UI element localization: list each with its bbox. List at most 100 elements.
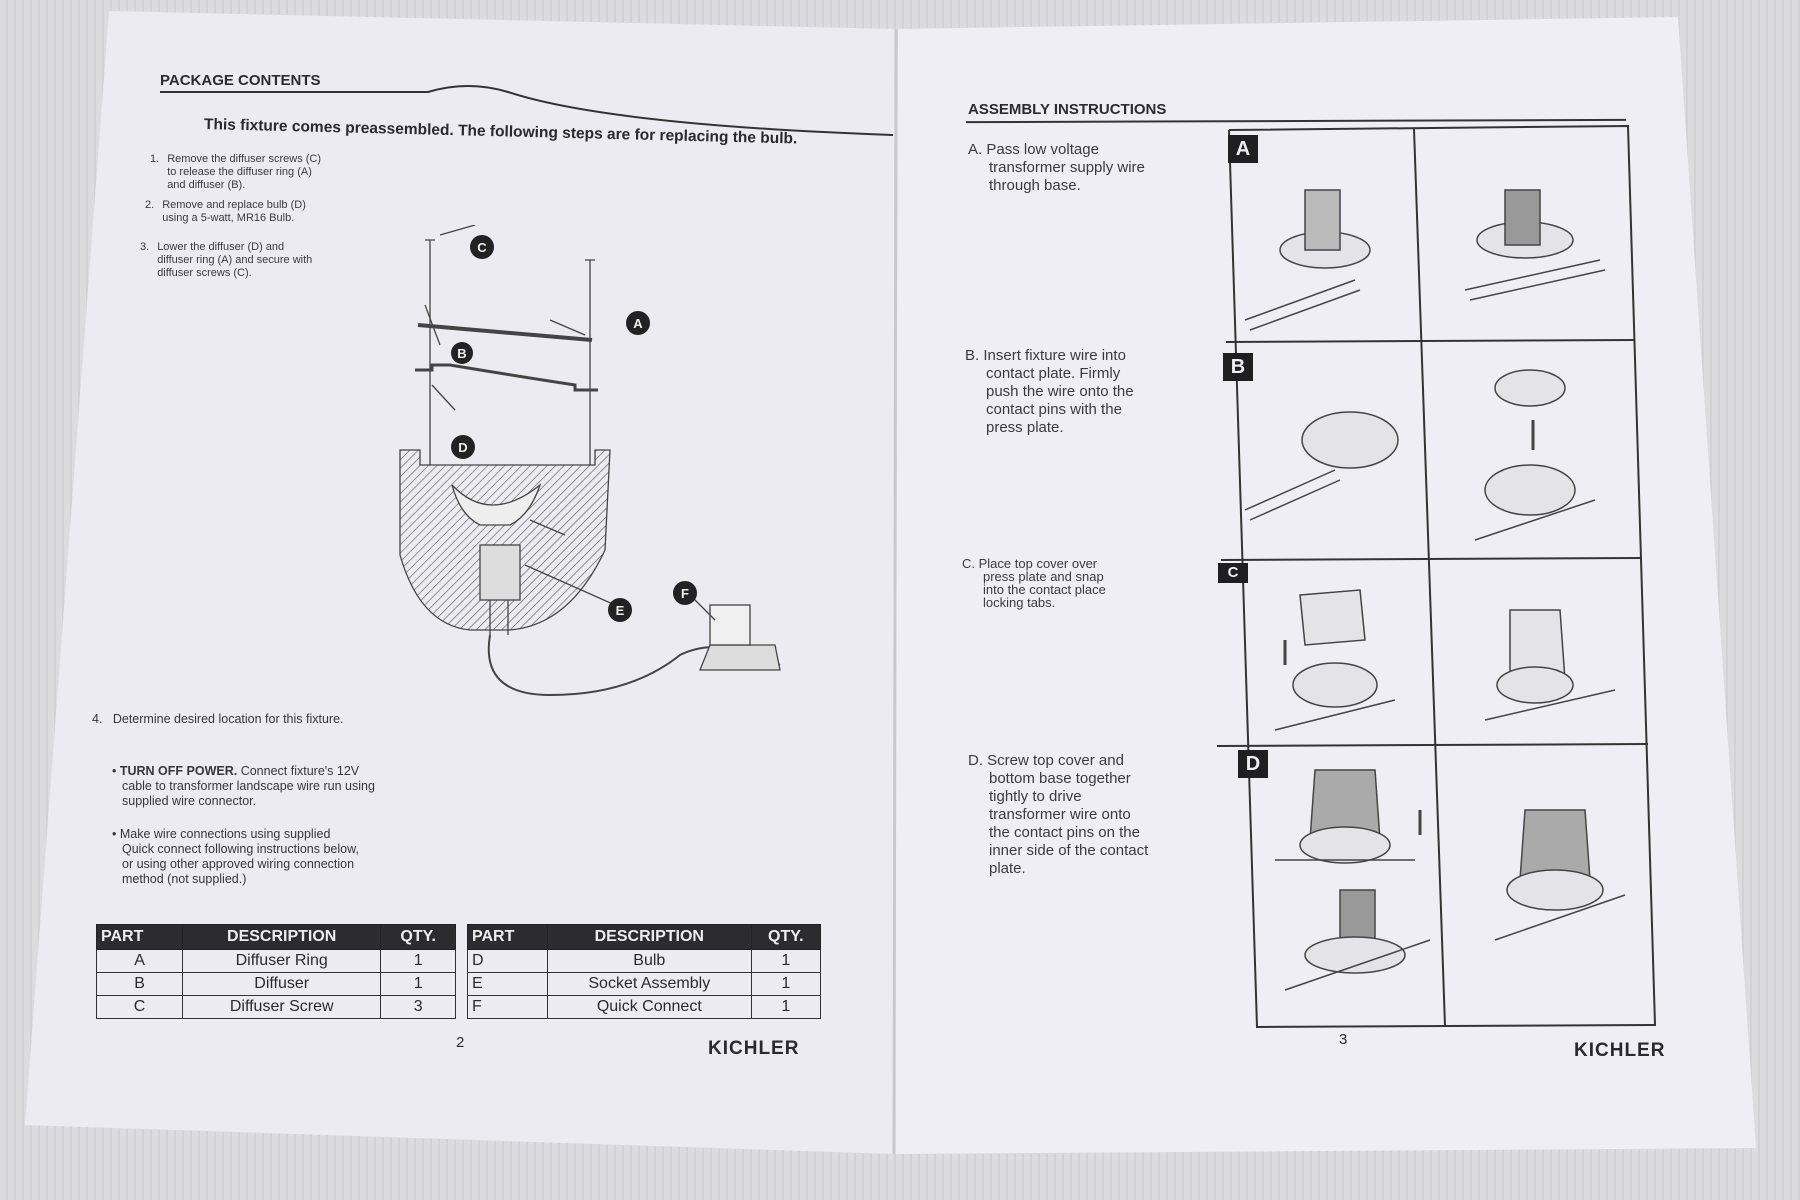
step-badge-d: D — [1238, 750, 1268, 778]
step-number: 1. — [150, 153, 160, 165]
cell-description: Diffuser — [182, 972, 382, 996]
step-line: press plate. — [986, 419, 1064, 436]
step-4: 4. Determine desired location for this f… — [92, 712, 344, 727]
header-description: DESCRIPTION — [546, 924, 752, 950]
assembly-step-b: B. Insert fixture wire into contact plat… — [965, 347, 1134, 437]
step-badge-c: C — [1218, 563, 1248, 583]
step-line: locking tabs. — [983, 595, 1056, 610]
step-line: through base. — [989, 177, 1081, 194]
step-line: Screw top cover and — [987, 752, 1124, 769]
step-label: C. — [962, 556, 975, 571]
step-line: the contact pins on the — [989, 824, 1140, 841]
fixture-diagram: C A B D E F — [399, 225, 781, 697]
header-part: PART — [95, 924, 184, 950]
assembly-step-a: A. Pass low voltage transformer supply w… — [968, 141, 1145, 195]
step-1: 1. Remove the diffuser screws (C)to rele… — [150, 153, 321, 192]
diffuser — [415, 363, 598, 392]
step-line: Remove the diffuser screws (C) — [167, 153, 322, 165]
screw-left — [425, 239, 435, 465]
step-line: Place top cover over — [978, 556, 1098, 571]
step-line: using a 5-watt, MR16 Bulb. — [162, 212, 295, 224]
socket — [479, 544, 521, 601]
step-line: to release the diffuser ring (A) — [167, 166, 312, 178]
center-fold — [892, 28, 898, 1155]
step-line: tightly to drive — [989, 788, 1082, 805]
step-label: A. — [968, 141, 983, 158]
page-number: 2 — [456, 1034, 465, 1051]
bullet-turn-off-power: • TURN OFF POWER. Connect fixture's 12V … — [112, 764, 375, 808]
step-line: transformer supply wire — [989, 159, 1145, 176]
callout-f: F — [681, 586, 689, 601]
step-line: inner side of the contact — [989, 842, 1149, 859]
step-line: Lower the diffuser (D) and — [157, 241, 285, 253]
step-text: Determine desired location for this fixt… — [112, 712, 344, 726]
diffuser-ring — [417, 323, 593, 342]
bullet-line: method (not supplied.) — [122, 872, 247, 886]
bullet-line: Make wire connections using supplied — [119, 827, 331, 841]
step-number: 3. — [140, 241, 150, 253]
step-line: into the contact place — [983, 582, 1106, 597]
cell-qty: 1 — [750, 995, 822, 1019]
cell-description: Diffuser Screw — [182, 995, 382, 1019]
cell-description: Quick Connect — [546, 995, 752, 1019]
header-description: DESCRIPTION — [182, 924, 382, 950]
bullet-line: cable to transformer landscape wire run … — [122, 779, 375, 793]
housing — [399, 449, 611, 631]
step-line: diffuser ring (A) and secure with — [157, 254, 313, 266]
step-line: Remove and replace bulb (D) — [162, 199, 306, 211]
callout-d: D — [458, 440, 467, 455]
cell-part: B — [95, 972, 184, 996]
step-badge-b: B — [1223, 353, 1253, 381]
step-line: bottom base together — [989, 770, 1131, 787]
assembly-illustrations — [1244, 189, 1626, 991]
step-badge-a: A — [1228, 135, 1258, 163]
header-part: PART — [467, 924, 548, 950]
bullet-wire-connections: • Make wire connections using supplied Q… — [112, 827, 359, 886]
step-line: press plate and snap — [983, 569, 1104, 584]
step-2: 2. Remove and replace bulb (D)using a 5-… — [145, 199, 306, 225]
step-line: plate. — [989, 860, 1026, 877]
callout-b: B — [457, 346, 466, 361]
header-rule — [160, 85, 894, 136]
step-line: contact plate. Firmly — [986, 365, 1121, 382]
cell-part: F — [467, 995, 548, 1019]
bulb-shape — [451, 483, 542, 526]
assembly-step-c: C. Place top cover over press plate and … — [962, 557, 1106, 609]
bullet-line: Connect fixture's 12V — [240, 764, 360, 778]
cell-qty: 1 — [380, 972, 456, 996]
assembly-step-d: D. Screw top cover and bottom base toget… — [968, 752, 1148, 878]
bullet-line: Quick connect following instructions bel… — [122, 842, 359, 856]
step-line: transformer wire onto — [989, 806, 1131, 823]
header-qty: QTY. — [750, 924, 822, 950]
step-number: 4. — [92, 712, 103, 726]
quick-connect — [699, 644, 781, 671]
step-line: diffuser screws (C). — [157, 267, 252, 279]
bullet-line: supplied wire connector. — [122, 794, 257, 808]
step-line: contact pins with the — [986, 401, 1122, 418]
step-label: B. — [965, 347, 980, 364]
page-number: 3 — [1339, 1031, 1348, 1048]
cell-qty: 1 — [380, 949, 456, 973]
callout-c: C — [477, 240, 487, 255]
step-line: and diffuser (B). — [167, 179, 246, 191]
section-title: ASSEMBLY INSTRUCTIONS — [968, 101, 1167, 118]
step-label: D. — [968, 752, 983, 769]
assembly-diagram-grid — [1216, 124, 1657, 1029]
cell-qty: 3 — [380, 995, 456, 1019]
step-number: 2. — [145, 199, 155, 211]
brand-logo: KICHLER — [708, 1038, 800, 1059]
step-line: Insert fixture wire into — [983, 347, 1126, 364]
step-line: push the wire onto the — [986, 383, 1134, 400]
cell-description: Diffuser Ring — [182, 949, 382, 973]
step-line: Pass low voltage — [986, 141, 1099, 158]
